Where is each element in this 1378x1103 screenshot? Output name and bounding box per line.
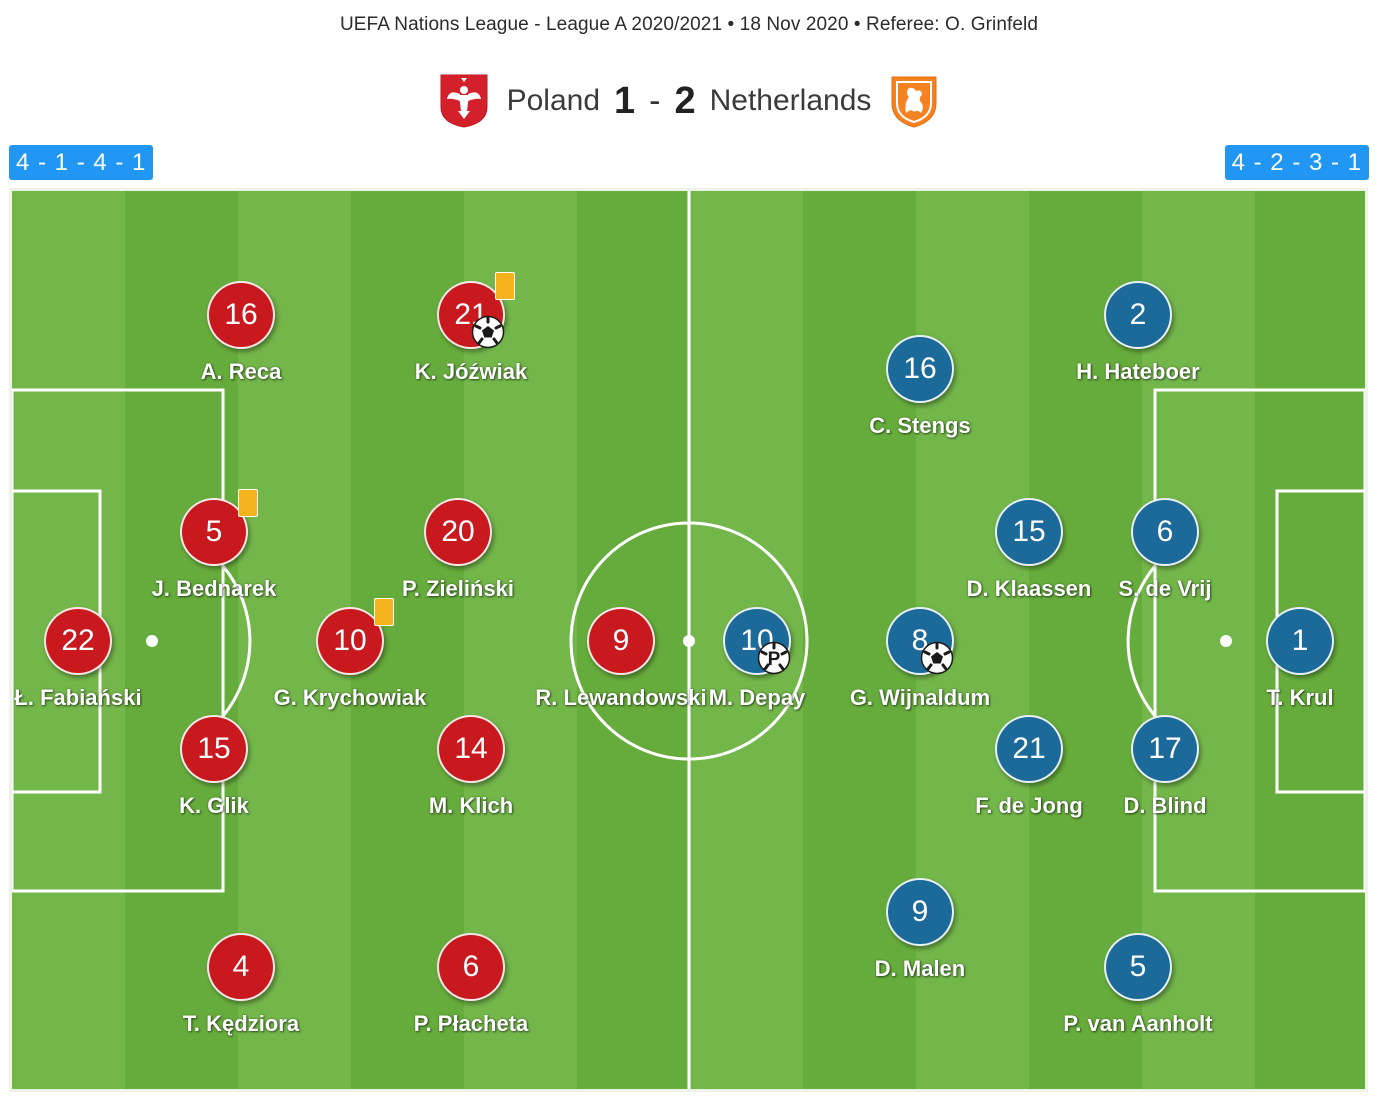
home-score: 1 <box>614 79 636 122</box>
player-number: 21 <box>995 715 1063 783</box>
player-name: K. Jóźwiak <box>414 359 528 384</box>
player-name: A. Reca <box>200 359 282 384</box>
player-name: C. Stengs <box>869 413 971 438</box>
player-number: 5 <box>180 498 248 566</box>
player-name: D. Malen <box>874 956 966 981</box>
player-name: G. Wijnaldum <box>849 685 991 710</box>
player-name: D. Klaassen <box>966 576 1092 601</box>
away-formation-badge: 4 - 2 - 3 - 1 <box>1224 145 1369 180</box>
player-number: 4 <box>207 933 275 1001</box>
yellow-card-icon <box>238 489 258 517</box>
player-name: P. van Aanholt <box>1063 1011 1213 1036</box>
player-name: K. Glik <box>179 793 249 818</box>
player-number: 5 <box>1104 933 1172 1001</box>
player-number: 1 <box>1266 607 1334 675</box>
player-name: T. Kędziora <box>182 1011 300 1036</box>
home-formation-badge: 4 - 1 - 4 - 1 <box>9 145 154 180</box>
player-number: 16 <box>207 281 275 349</box>
player-name: S. de Vrij <box>1118 576 1212 601</box>
player-name: R. Lewandowski <box>535 685 707 710</box>
soccer-ball-icon <box>471 315 505 349</box>
player-number: 2 <box>1104 281 1172 349</box>
player-name: M. Depay <box>708 685 806 710</box>
player-name: P. Zieliński <box>401 576 515 601</box>
away-score: 2 <box>674 79 696 122</box>
penalty-letter: P <box>768 649 781 670</box>
player-name: Ł. Fabiański <box>14 685 142 710</box>
player-number: 20 <box>424 498 492 566</box>
player-name: D. Blind <box>1123 793 1207 818</box>
home-team-name: Poland <box>506 84 601 117</box>
pitch: 22 Ł. Fabiański 16 A. Reca 5 J. Bednarek… <box>9 188 1368 1092</box>
player-number: 16 <box>886 335 954 403</box>
player-number: 6 <box>1131 498 1199 566</box>
player-number: 9 <box>587 607 655 675</box>
player-number: 17 <box>1131 715 1199 783</box>
scoreline: Poland 1 - 2 Netherlands <box>0 70 1378 132</box>
away-team-name: Netherlands <box>709 84 872 117</box>
poland-crest-icon <box>440 74 488 128</box>
player-name: H. Hateboer <box>1076 359 1200 384</box>
player-number: 22 <box>44 607 112 675</box>
soccer-ball-icon <box>920 641 954 675</box>
netherlands-crest-icon <box>891 76 937 128</box>
player-name: J. Bednarek <box>151 576 277 601</box>
player-name: F. de Jong <box>975 793 1083 818</box>
player-number: 15 <box>995 498 1063 566</box>
penalty-goal-icon: P <box>757 641 791 675</box>
player-number: 14 <box>437 715 505 783</box>
player-number: 10 <box>316 607 384 675</box>
score-separator: - <box>649 81 661 120</box>
player-number: 15 <box>180 715 248 783</box>
player-number: 6 <box>437 933 505 1001</box>
player-name: G. Krychowiak <box>273 685 427 710</box>
player-name: M. Klich <box>428 793 514 818</box>
player-name: T. Krul <box>1266 685 1334 710</box>
player-name: P. Płacheta <box>413 1011 529 1036</box>
match-info: UEFA Nations League - League A 2020/2021… <box>339 14 1039 35</box>
yellow-card-icon <box>374 598 394 626</box>
player-number: 9 <box>886 878 954 946</box>
yellow-card-icon <box>495 272 515 300</box>
pitch-markings <box>12 191 1365 1089</box>
